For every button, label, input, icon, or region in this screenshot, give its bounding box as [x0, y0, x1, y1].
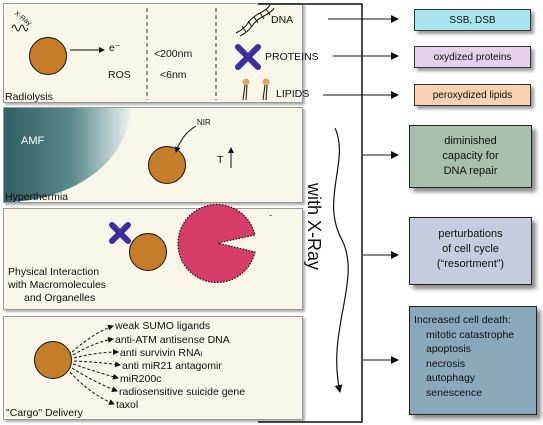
cell-death-item-necrosis: necrosis: [426, 357, 466, 370]
peroxidized-lipids-box: peroxydized lipids: [414, 84, 531, 106]
cargo-item-mir200c: miR200c: [120, 373, 162, 385]
cell-death-title-1: Increased cell death:: [414, 314, 511, 326]
xray-curved-arrow: [333, 127, 349, 393]
physical-title-line-2: with Macromolecules: [8, 279, 107, 291]
xray-bracket: [258, 3, 363, 423]
amf-label: AMF: [21, 135, 45, 147]
lipids-target-label: LIPIDS: [276, 88, 310, 100]
cargo-item-survivin: anti survivin RNAᵢ: [120, 347, 203, 359]
cargo-title: "Cargo" Delivery: [6, 407, 83, 419]
dna-repair-line-2: capacity for: [442, 150, 499, 162]
hyperthermia-title: Hyperthermia: [5, 191, 69, 203]
organelle-tick: -: [269, 210, 272, 220]
cargo-arrows: [69, 324, 121, 405]
nir-arrow: [174, 125, 197, 153]
dna-repair-line-1: diminished: [444, 135, 497, 147]
cell-death-title-2: mitotic catastrophe: [426, 328, 515, 341]
range-electron-label: <200nm: [154, 48, 193, 60]
peroxidized-lipids-label: peroxydized lipids: [432, 89, 513, 101]
dna-repair-box: diminished capacity for DNA repair: [409, 125, 532, 188]
cargo-item-anti-atm: anti-ATM antisense DNA: [115, 334, 230, 346]
protein-icon: [235, 44, 261, 70]
protein-icon: [109, 222, 131, 244]
dna-icon: [235, 4, 275, 37]
ssb-dsb-box: SSB, DSB: [414, 9, 531, 31]
cell-death-item-senescence: senescence: [426, 386, 483, 399]
cell-death-item-autophagy: autophagy: [426, 372, 476, 384]
nanoparticle: [29, 37, 67, 75]
xray-wave: [11, 24, 29, 32]
radiolysis-title: Radiolysis: [5, 91, 53, 103]
cargo-item-suicide-gene: radiosensitive suicide gene: [119, 386, 246, 398]
axis-label: with X-Ray: [304, 182, 324, 270]
ssb-dsb-label: SSB, DSB: [449, 14, 496, 26]
range-ros-label: <6nm: [160, 69, 187, 81]
cell-death-item-apoptosis: apoptosis: [426, 343, 471, 355]
cargo-item-taxol: taxol: [116, 399, 139, 411]
nanoparticle: [129, 233, 167, 271]
proteins-target-label: PROTEINS: [265, 51, 319, 63]
cell-cycle-box: perturbations of cell cycle (“resortment…: [409, 217, 532, 285]
cell-cycle-line-2: of cell cycle: [442, 243, 499, 255]
cargo-item-mir21: anti miR21 antagomir: [122, 360, 222, 372]
nir-label: NIR: [197, 118, 211, 127]
temperature-label: T: [217, 154, 224, 166]
physical-title-line-3: and Organelles: [24, 292, 96, 304]
lipid-icon: [242, 78, 270, 101]
organelle-shape: [177, 203, 256, 284]
cell-cycle-line-3: (“resortment”): [436, 258, 505, 270]
oxidized-proteins-label: oxydized proteins: [433, 51, 512, 63]
ros-label: ROS: [108, 69, 131, 81]
oxidized-proteins-box: oxydized proteins: [414, 46, 531, 68]
cargo-item-sumo: weak SUMO ligands: [115, 320, 211, 332]
nanoparticle: [34, 341, 72, 379]
dna-target-label: DNA: [271, 14, 294, 26]
cell-cycle-line-1: perturbations: [438, 228, 503, 240]
dna-repair-line-3: DNA repair: [443, 165, 498, 177]
physical-title-line-1: Physical Interaction: [8, 266, 100, 278]
electron-label: e⁻: [109, 42, 121, 54]
cell-death-box: Increased cell death: mitotic catastroph…: [409, 306, 537, 415]
